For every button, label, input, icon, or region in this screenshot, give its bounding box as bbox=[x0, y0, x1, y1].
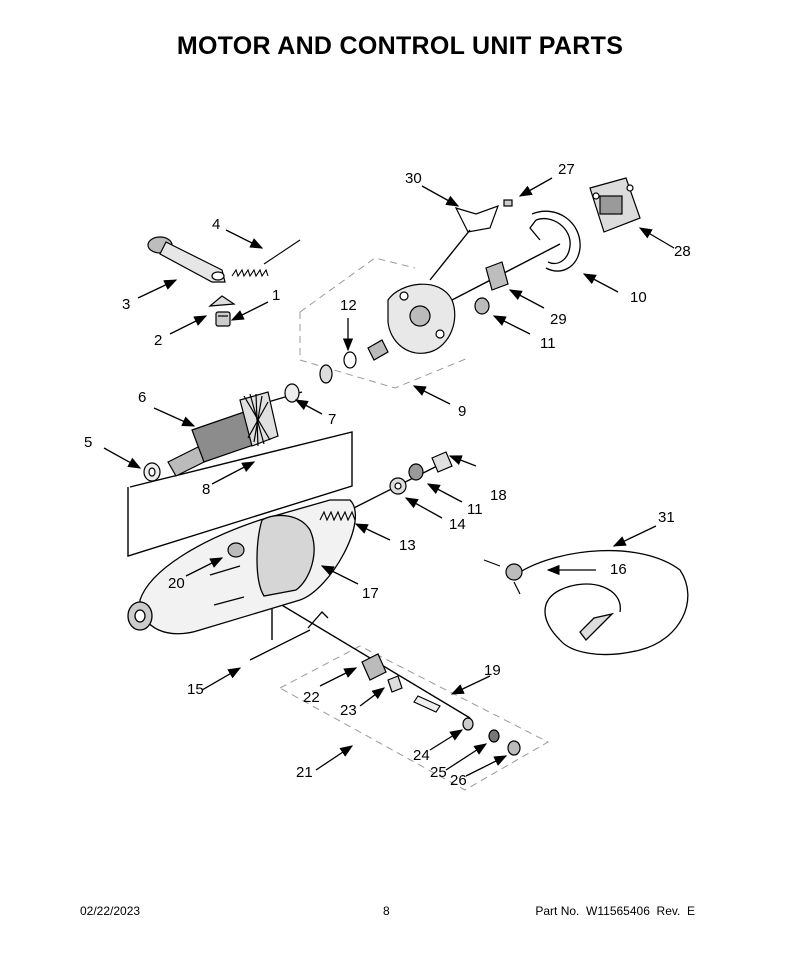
callout-17: 17 bbox=[362, 585, 379, 602]
part-ring-12 bbox=[319, 339, 389, 384]
callout-28: 28 bbox=[674, 243, 691, 260]
part-speed-lever bbox=[147, 236, 226, 283]
callout-5: 5 bbox=[84, 434, 93, 451]
upper-axis-line bbox=[429, 229, 471, 281]
callout-11-mid: 11 bbox=[467, 501, 483, 518]
part-washer-7 bbox=[284, 383, 300, 403]
part-bushing-11-upper bbox=[474, 297, 490, 315]
footer-page-number: 8 bbox=[383, 904, 390, 918]
callout-8: 8 bbox=[202, 481, 211, 498]
callout-18: 18 bbox=[490, 487, 507, 504]
part-bushing-11-mid bbox=[408, 463, 424, 481]
part-cap-26 bbox=[507, 740, 521, 756]
part-rod-15 bbox=[249, 611, 329, 661]
motor-axis-line bbox=[451, 243, 561, 301]
part-washer-2 bbox=[208, 295, 236, 307]
part-spacer-23 bbox=[387, 675, 403, 693]
callout-9: 9 bbox=[458, 403, 467, 420]
part-spring-25 bbox=[488, 729, 500, 743]
callout-arrows bbox=[103, 177, 675, 777]
dashed-group-21 bbox=[278, 645, 550, 791]
callout-10: 10 bbox=[630, 289, 647, 306]
callout-25: 25 bbox=[430, 764, 447, 781]
callout-21: 21 bbox=[296, 764, 313, 781]
part-screw-1 bbox=[215, 311, 231, 327]
callout-7: 7 bbox=[328, 411, 337, 428]
callout-12: 12 bbox=[340, 297, 357, 314]
part-worm-13 bbox=[319, 510, 356, 522]
part-switch-29 bbox=[485, 261, 509, 291]
part-washer-5 bbox=[143, 462, 161, 482]
part-bearing-22 bbox=[361, 653, 387, 681]
callout-19: 19 bbox=[484, 662, 501, 679]
callout-15: 15 bbox=[187, 681, 204, 698]
footer-part-number: Part No. W11565406 Rev. E bbox=[535, 904, 695, 918]
callout-11-upper: 11 bbox=[540, 335, 556, 352]
callout-22: 22 bbox=[303, 689, 320, 706]
callout-3: 3 bbox=[122, 296, 131, 313]
callout-1: 1 bbox=[272, 287, 281, 304]
part-bracket-30 bbox=[454, 204, 500, 233]
part-screw-27 bbox=[503, 199, 513, 207]
callout-24: 24 bbox=[413, 747, 430, 764]
callout-27: 27 bbox=[558, 161, 575, 178]
footer-date: 02/22/2023 bbox=[80, 904, 141, 918]
part-armature-6 bbox=[167, 391, 279, 477]
callout-6: 6 bbox=[138, 389, 147, 406]
callout-4: 4 bbox=[212, 216, 221, 233]
callout-30: 30 bbox=[405, 170, 422, 187]
part-strain-relief-16 bbox=[483, 559, 523, 595]
part-spring-4 bbox=[231, 239, 301, 278]
part-housing-17 bbox=[127, 499, 356, 635]
callout-16: 16 bbox=[610, 561, 627, 578]
dashed-group-9 bbox=[299, 257, 469, 389]
part-control-board-28 bbox=[589, 177, 641, 233]
bracket-group-line bbox=[127, 431, 353, 557]
page-title: MOTOR AND CONTROL UNIT PARTS bbox=[176, 32, 624, 60]
part-bracket-10 bbox=[529, 210, 581, 272]
callout-26: 26 bbox=[450, 772, 467, 789]
callout-2: 2 bbox=[154, 332, 163, 349]
part-gear-14 bbox=[389, 477, 407, 495]
part-shaft-19 bbox=[413, 695, 441, 713]
callout-20: 20 bbox=[168, 575, 185, 592]
callout-13: 13 bbox=[399, 537, 416, 554]
part-washer-24 bbox=[462, 717, 474, 731]
callout-31: 31 bbox=[658, 509, 675, 526]
callout-23: 23 bbox=[340, 702, 357, 719]
part-motor-housing-9 bbox=[387, 283, 456, 354]
callout-14: 14 bbox=[449, 516, 466, 533]
callout-29: 29 bbox=[550, 311, 567, 328]
part-plug-20 bbox=[227, 542, 245, 558]
part-sleeve-18 bbox=[431, 451, 453, 473]
part-power-cord-31 bbox=[519, 549, 689, 656]
